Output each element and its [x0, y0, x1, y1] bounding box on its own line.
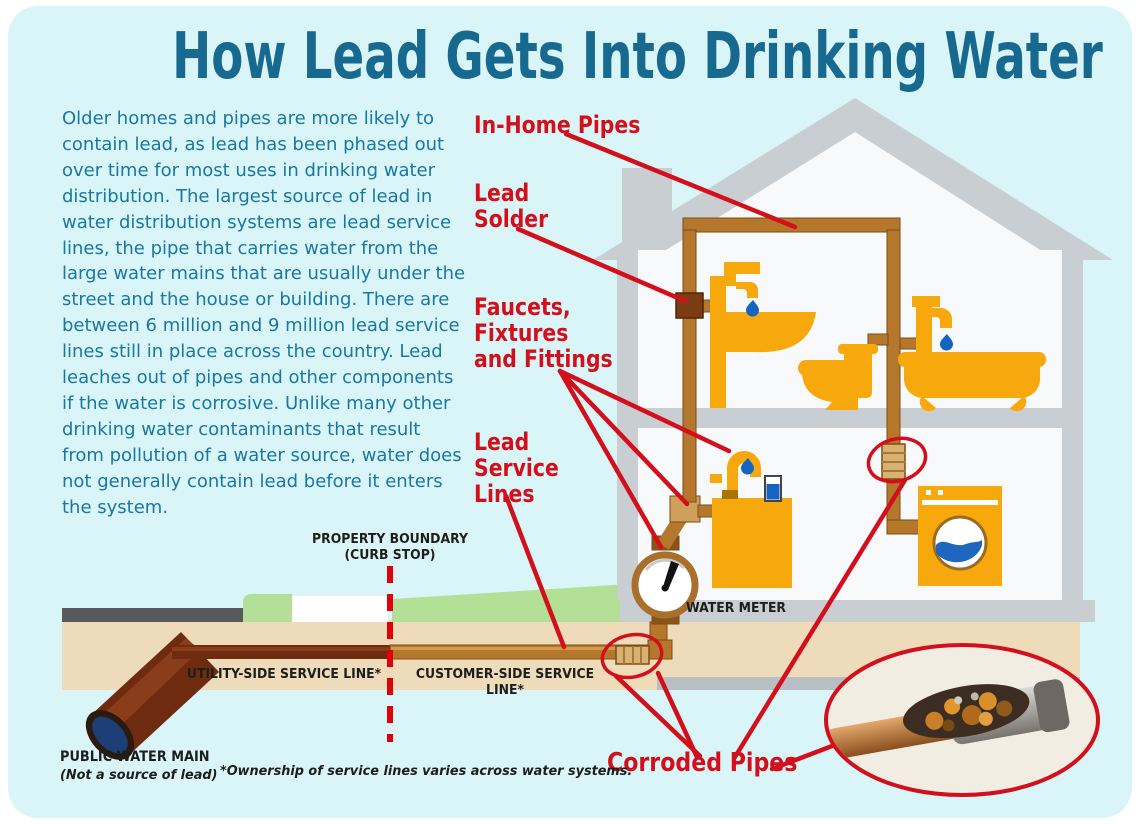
water-drop-icon: [746, 300, 759, 317]
left-wall: [617, 250, 638, 600]
water-meter-icon: [631, 551, 699, 619]
label-ownership-footnote: *Ownership of service lines varies acros…: [220, 763, 633, 779]
toilet-branch: [867, 333, 889, 346]
toilet-icon: [798, 344, 878, 410]
callout-lead-service-lines: Lead Service Lines: [474, 428, 559, 508]
street: [62, 608, 243, 622]
public-water-main-icon: [85, 632, 219, 760]
label-public-water-main: PUBLIC WATER MAIN: [60, 749, 210, 765]
water-drop-icon: [741, 458, 754, 475]
water-drop-icon: [940, 334, 953, 351]
label-water-meter: WATER METER: [686, 600, 787, 616]
foundation: [620, 600, 1095, 622]
corroded-coupling-riser: [881, 443, 906, 480]
callout-faucets-fixtures-fittings: Faucets, Fixtures and Fittings: [474, 293, 613, 373]
callout-lead-solder: Lead Solder: [474, 179, 549, 233]
label-public-water-main-note: (Not a source of lead): [60, 767, 218, 783]
water-heater-icon: [710, 451, 792, 588]
callout-in-home-pipes: In-Home Pipes: [474, 111, 641, 139]
faucets-pointer-2: [557, 368, 690, 507]
corroded-circle-service: [600, 632, 664, 680]
mid-floor: [638, 408, 1062, 428]
corroded-pipe-photo: [824, 643, 1100, 797]
corroded-pointer-a: [613, 673, 703, 759]
water-cup-icon: [764, 475, 782, 502]
callout-lines: [503, 131, 908, 772]
gooseneck-faucet-icon: [727, 451, 761, 496]
left-riser: [682, 229, 697, 503]
corroded-coupling-service: [615, 645, 650, 665]
corroded-pointer-c: [732, 477, 908, 760]
washer-branch: [886, 519, 923, 535]
bathroom-sink-icon: [710, 262, 816, 408]
grass-left: [243, 594, 292, 622]
faucets-pointer-3: [557, 368, 664, 550]
grass-yard: [392, 584, 630, 622]
bathtub-icon: [898, 296, 1046, 412]
sidewalk: [292, 596, 388, 622]
page-title: How Lead Gets Into Drinking Water: [172, 20, 1103, 94]
washing-machine-icon: [918, 486, 1002, 586]
lead-solder-pointer: [515, 226, 688, 304]
label-property-boundary: PROPERTY BOUNDARY (CURB STOP): [312, 531, 468, 563]
in-home-pipes-pointer: [563, 131, 798, 230]
intro-paragraph: Older homes and pipes are more likely to…: [62, 108, 466, 518]
service-lines-pointer: [503, 493, 567, 650]
right-wall: [1062, 250, 1083, 600]
callout-corroded-pipes: Corroded Pipes: [607, 748, 798, 778]
label-utility-side-service-line: UTILITY-SIDE SERVICE LINE*: [186, 666, 382, 682]
corroded-pointer-b: [655, 670, 700, 760]
label-customer-side-service-line: CUSTOMER-SIDE SERVICE LINE*: [415, 666, 595, 698]
faucets-pointer-1: [557, 368, 732, 454]
corroded-circle-riser: [866, 436, 928, 484]
